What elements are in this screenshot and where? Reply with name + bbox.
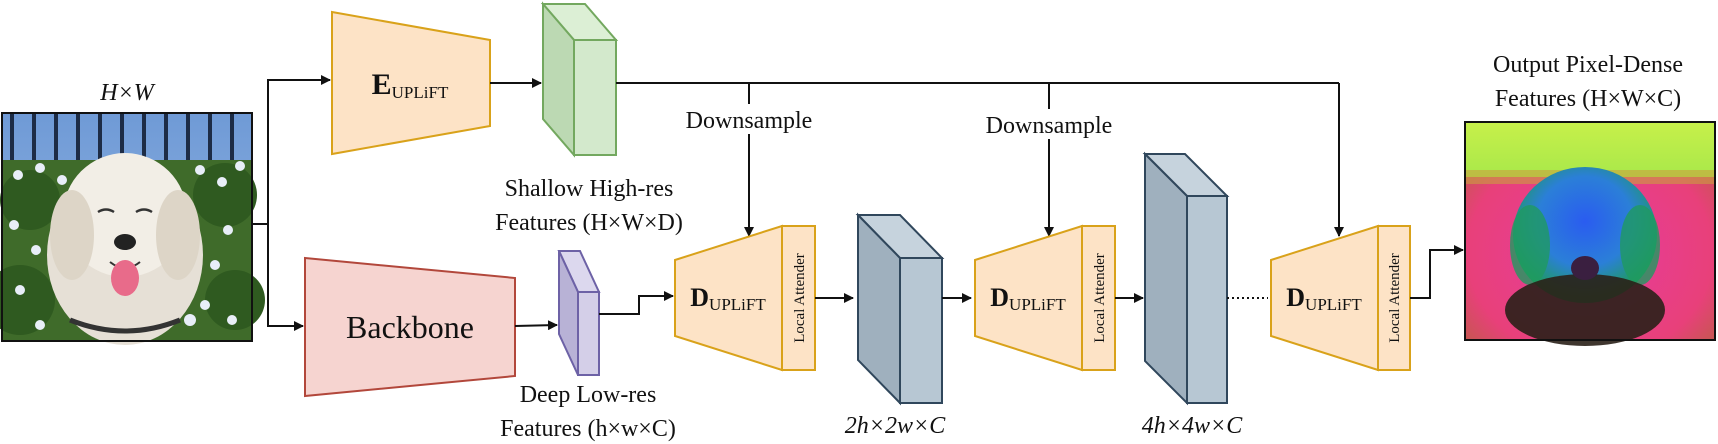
output-image-frame [1464, 121, 1716, 341]
downsample-label-2: Downsample [986, 113, 1113, 139]
shallow-features-line1: Shallow High-res [505, 176, 674, 202]
deep-features-block [557, 250, 601, 376]
output-label-line2: Features (H×W×C) [1495, 86, 1681, 112]
encoder-block: EUPLiFT [331, 10, 491, 156]
backbone-block: Backbone [304, 256, 516, 398]
decoder-1-attender-label: Local Attender [792, 253, 808, 343]
output-label-line1: Output Pixel-Dense [1493, 52, 1683, 78]
decoder-block-3: DUPLiFT Local Attender [1270, 224, 1411, 372]
decoder-2-main-letter: D [990, 283, 1009, 312]
decoder-2-attender-label: Local Attender [1092, 253, 1108, 343]
shallow-features-block [540, 1, 619, 158]
svg-text:DUPLiFT: DUPLiFT [1286, 283, 1362, 314]
features-2x-block [855, 212, 945, 406]
encoder-subscript: UPLiFT [392, 83, 449, 102]
downsample-label-1: Downsample [686, 108, 813, 134]
backbone-to-deep-arrow [514, 320, 558, 331]
svg-text:DUPLiFT: DUPLiFT [690, 283, 766, 314]
deep-features-line1: Deep Low-res [520, 382, 657, 408]
input-dog-photo [0, 113, 265, 345]
decoder-3-subscript: UPLiFT [1305, 295, 1362, 314]
input-dims-label: H×W [99, 80, 156, 106]
features-2x-label: 2h×2w×C [845, 413, 946, 439]
decoder-2-subscript: UPLiFT [1009, 295, 1066, 314]
decoder-3-attender-label: Local Attender [1387, 253, 1403, 343]
input-split-connector [252, 75, 331, 331]
decoder-block-2: DUPLiFT Local Attender [974, 224, 1116, 372]
svg-text:EUPLiFT: EUPLiFT [372, 68, 449, 102]
decoder3-to-output-connector [1410, 245, 1464, 299]
decoder-block-1: DUPLiFT Local Attender [674, 224, 816, 372]
deep-features-line2: Features (h×w×C) [500, 416, 676, 442]
svg-text:DUPLiFT: DUPLiFT [990, 283, 1066, 314]
skip-connections [616, 82, 1344, 237]
encoder-main-letter: E [372, 68, 392, 101]
output-feature-map [1465, 122, 1715, 346]
shallow-features-line2: Features (H×W×D) [495, 210, 683, 236]
decoder-3-main-letter: D [1286, 283, 1305, 312]
decoder-1-main-letter: D [690, 283, 709, 312]
decoder-1-subscript: UPLiFT [709, 295, 766, 314]
features-4x-block [1142, 151, 1230, 406]
features-4x-label: 4h×4w×C [1142, 413, 1243, 439]
deep-to-decoder1-connector [599, 291, 674, 315]
backbone-label: Backbone [346, 309, 474, 345]
input-image-frame [1, 112, 253, 342]
